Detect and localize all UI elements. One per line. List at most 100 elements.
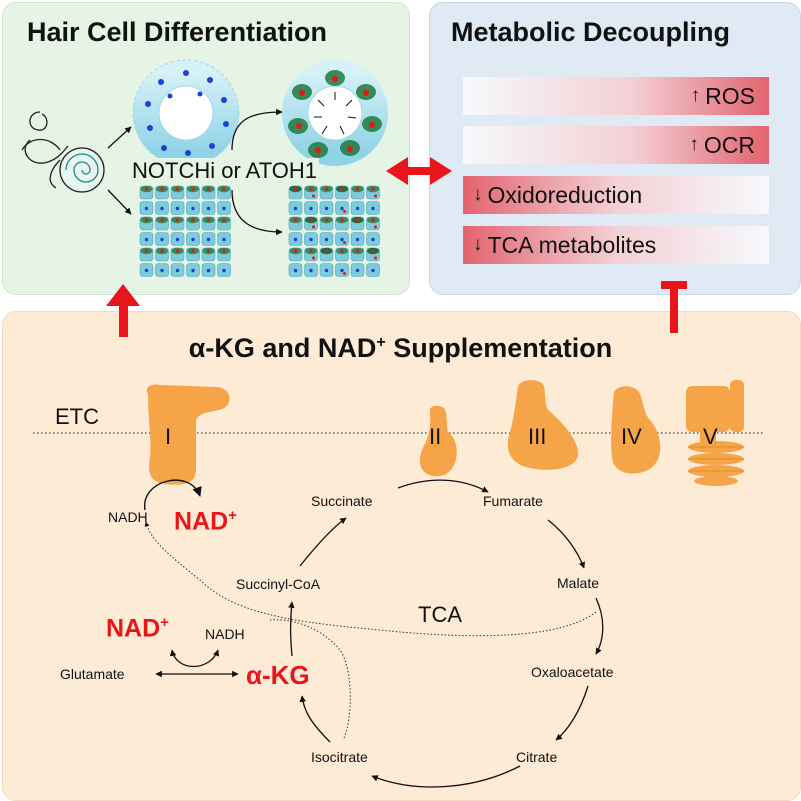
grid-cell-nucleus [293, 268, 298, 273]
grid-cell-nucleus [222, 249, 226, 253]
nad-label-bottom: NAD+ [106, 614, 169, 643]
grid-cell-nucleus [340, 249, 344, 253]
grid-transition-arrow [231, 189, 283, 236]
grid-cell-nucleus [340, 206, 344, 211]
grid-cell-nucleus [144, 187, 149, 191]
complex-v-label: V [703, 424, 718, 449]
tca-label: TCA [418, 602, 462, 627]
grid-cell-nucleus [293, 237, 298, 242]
grid-cell-marker [312, 225, 315, 229]
grid-cell-nucleus [340, 218, 344, 222]
cell-grid-after-icon [288, 185, 380, 277]
grid-cell-nucleus [293, 249, 298, 253]
arrow-oxaloacetate-citrate [555, 685, 589, 741]
grid-cell-nucleus [175, 218, 180, 222]
inhibition-bar [661, 281, 687, 333]
grid-cell-nucleus [222, 268, 226, 273]
grid-cell-nucleus [340, 268, 344, 273]
grid-cell-nucleus [222, 206, 226, 211]
grid-cell-nucleus [355, 218, 360, 222]
grid-cell-marker [374, 256, 377, 260]
grid-cell-nucleus [222, 218, 226, 222]
succinate-label: Succinate [311, 493, 373, 509]
cochlea-icon [21, 111, 105, 193]
nadh-label-bottom: NADH [205, 626, 245, 642]
grid-cell-nucleus [324, 206, 329, 211]
grid-cell-nucleus [293, 218, 298, 222]
grid-cell-marker [374, 225, 377, 229]
grid-cell-nucleus [160, 249, 164, 253]
grid-cell-nucleus [324, 218, 329, 222]
ros-bar: ↑ROS [463, 77, 769, 115]
grid-cell-nucleus [309, 268, 313, 273]
complex-iii-label: III [528, 424, 547, 449]
nad-label-top: NAD+ [174, 507, 237, 536]
grid-cell-nucleus [144, 249, 149, 253]
grid-cell-nucleus [309, 206, 313, 211]
grid-cell-nucleus [191, 249, 195, 253]
grid-cell-nucleus [309, 237, 313, 242]
grid-cell-nucleus [293, 206, 298, 211]
grid-cell-nucleus [191, 187, 195, 191]
grid-cell-nucleus [206, 249, 211, 253]
arrow-malate-oxaloacetate [595, 597, 604, 655]
complex-iv-shape [611, 386, 661, 474]
oxaloacetate-label: Oxaloacetate [531, 664, 614, 680]
grid-cell-nucleus [175, 249, 180, 253]
grid-cell-marker [343, 241, 346, 244]
grid-cell-nucleus [175, 187, 180, 191]
grid-cell-nucleus [206, 206, 211, 211]
grid-cell-marker [374, 194, 377, 198]
citrate-label: Citrate [516, 749, 558, 765]
grid-cell-nucleus [324, 237, 329, 242]
grid-cell-nucleus [160, 268, 164, 273]
grid-cell-nucleus [309, 249, 313, 253]
grid-cell-nucleus [324, 187, 329, 191]
grid-cell-nucleus [340, 187, 344, 191]
nadh-label-top: NADH [108, 509, 148, 525]
grid-cell-nucleus [206, 187, 211, 191]
grid-cell-nucleus [371, 218, 375, 222]
grid-cell-nucleus [355, 187, 360, 191]
grid-cell-nucleus [206, 218, 211, 222]
cell-grid-before-icon [139, 185, 231, 277]
grid-cell-nucleus [371, 237, 375, 242]
grid-cell-nucleus [160, 237, 164, 242]
isocitrate-label: Isocitrate [311, 749, 368, 765]
organoid-transition-arrow [231, 108, 283, 151]
arrow-to-organoid [107, 126, 132, 149]
malate-label: Malate [557, 575, 600, 591]
hair-cell-title: Hair Cell Differentiation [27, 17, 328, 47]
grid-cell-nucleus [160, 206, 164, 211]
fumarate-label: Fumarate [483, 493, 543, 509]
dotted-malate-to-nadh [144, 521, 597, 637]
grid-cell-nucleus [175, 206, 180, 211]
grid-cell-nucleus [371, 187, 375, 191]
grid-cell-nucleus [355, 237, 360, 242]
arrow-succinylcoa-succinate [299, 517, 347, 567]
grid-cell-nucleus [191, 237, 195, 242]
bidirectional-arrow [386, 157, 452, 185]
complex-iv-label: IV [621, 424, 642, 449]
grid-cell-nucleus [355, 268, 360, 273]
complex-i-shape [146, 384, 230, 485]
grid-cell-nucleus [206, 268, 211, 273]
grid-cell-nucleus [175, 237, 180, 242]
grid-cell-marker [312, 256, 315, 260]
grid-cell-nucleus [175, 268, 180, 273]
akg-label: α-KG [246, 660, 310, 690]
etc-label: ETC [55, 404, 99, 429]
ocr-bar: ↑OCR [463, 126, 769, 164]
grid-cell-nucleus [144, 218, 149, 222]
arrow-citrate-isocitrate [371, 765, 521, 788]
grid-cell-nucleus [309, 187, 313, 191]
supplementation-title: α-KG and NAD+ Supplementation [188, 333, 613, 363]
grid-cell-nucleus [191, 268, 195, 273]
grid-cell-nucleus [340, 237, 344, 242]
grid-cell-nucleus [324, 249, 329, 253]
organoid-after-icon [282, 60, 388, 166]
grid-cell-nucleus [160, 187, 164, 191]
grid-cell-nucleus [191, 218, 195, 222]
arrow-succinate-fumarate [397, 479, 489, 493]
